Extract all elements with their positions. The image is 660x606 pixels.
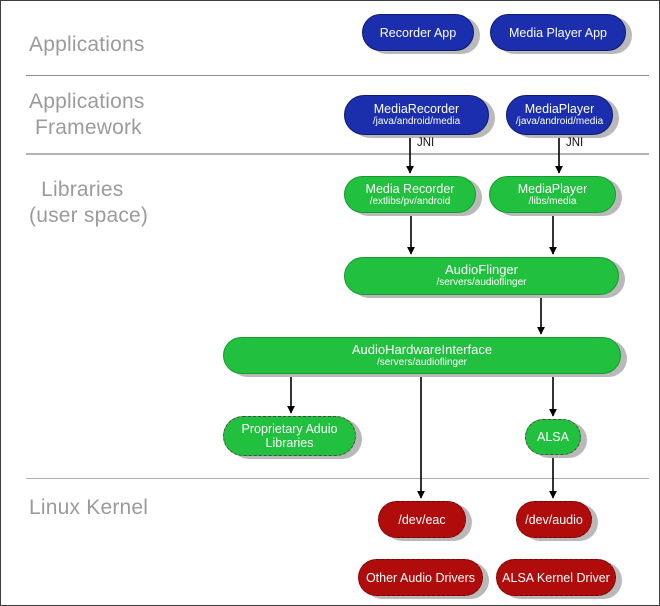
node-alsa-kernel-driver[interactable]: ALSA Kernel Driver [496, 559, 616, 596]
node-title: MediaPlayer [524, 102, 595, 116]
node-title: /dev/audio [525, 512, 583, 527]
node-title: /dev/eac [398, 512, 446, 527]
node-media-player-app[interactable]: Media Player App [490, 14, 626, 51]
node-title: AudioHardwareInterface [351, 341, 493, 357]
node-audioflinger[interactable]: AudioFlinger /servers/audioflinger [344, 257, 619, 295]
node-subtitle: /extlibs/pv/android [369, 195, 451, 207]
node-title: Media Player App [509, 25, 607, 40]
node-title: MediaPlayer [517, 181, 588, 196]
node-title: Media Recorder [365, 181, 455, 196]
node-subtitle: /java/android/media [372, 116, 461, 127]
node-mediarecorder-framework[interactable]: MediaRecorder /java/android/media [344, 95, 489, 135]
node-title: MediaRecorder [373, 102, 460, 116]
separator-libraries [26, 478, 649, 479]
node-title: Other Audio Drivers [365, 570, 476, 585]
node-title: ALSA Kernel Driver [502, 570, 610, 585]
edge-label-jni-right: JNI [566, 137, 584, 149]
node-media-recorder-lib[interactable]: Media Recorder /extlibs/pv/android [344, 176, 476, 213]
node-title: ALSA [537, 430, 569, 444]
node-title: AudioFlinger [445, 262, 518, 277]
node-title: Proprietary Aduio [241, 422, 338, 436]
node-mediaplayer-lib[interactable]: MediaPlayer /libs/media [489, 176, 616, 213]
node-subtitle: /java/android/media [515, 116, 604, 127]
node-dev-eac[interactable]: /dev/eac [378, 501, 466, 538]
node-subtitle: /servers/audioflinger [376, 356, 468, 368]
layer-label-applications-framework: Applications Framework [29, 90, 145, 139]
node-dev-audio[interactable]: /dev/audio [516, 501, 592, 538]
node-proprietary-audio-libraries[interactable]: Proprietary Aduio Libraries [223, 416, 356, 456]
separator-framework [26, 153, 649, 155]
node-audiohardwareinterface[interactable]: AudioHardwareInterface /servers/audiofli… [223, 337, 621, 374]
node-subtitle: /libs/media [528, 195, 577, 207]
node-recorder-app[interactable]: Recorder App [362, 14, 474, 51]
node-mediaplayer-framework[interactable]: MediaPlayer /java/android/media [506, 95, 613, 135]
node-subtitle: Libraries [265, 436, 314, 450]
node-title: Recorder App [379, 25, 457, 40]
node-other-audio-drivers[interactable]: Other Audio Drivers [358, 559, 483, 596]
separator-applications [26, 75, 649, 76]
edge-label-jni-left: JNI [417, 137, 435, 149]
layer-label-linux-kernel: Linux Kernel [29, 496, 149, 519]
layer-label-libraries: Libraries (user space) [29, 178, 149, 227]
layer-label-applications: Applications [29, 33, 145, 56]
node-alsa[interactable]: ALSA [525, 419, 581, 455]
node-subtitle: /servers/audioflinger [436, 277, 527, 288]
